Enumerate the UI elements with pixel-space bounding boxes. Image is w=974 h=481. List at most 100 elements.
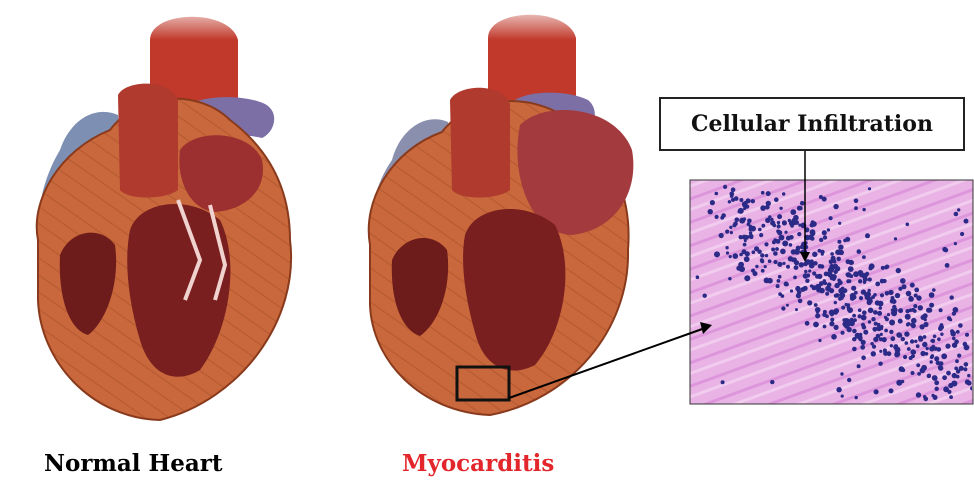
nucleus-dot <box>858 279 862 283</box>
nucleus-dot <box>848 279 852 283</box>
nucleus-dot <box>708 209 713 214</box>
nucleus-dot <box>852 295 857 300</box>
nucleus-dot <box>752 250 756 254</box>
nucleus-dot <box>777 279 781 283</box>
nucleus-dot <box>779 235 785 241</box>
nucleus-dot <box>840 372 843 375</box>
nucleus-dot <box>865 291 871 297</box>
nucleus-dot <box>760 259 764 263</box>
nucleus-dot <box>914 288 919 293</box>
nucleus-dot <box>901 337 905 341</box>
nucleus-dot <box>819 238 823 242</box>
nucleus-dot <box>854 206 858 210</box>
nucleus-dot <box>728 277 731 280</box>
nucleus-dot <box>863 277 868 282</box>
nucleus-dot <box>830 318 834 322</box>
nucleus-dot <box>852 347 857 352</box>
nucleus-dot <box>934 356 939 361</box>
nucleus-dot <box>815 313 820 318</box>
nucleus-dot <box>710 200 715 205</box>
nucleus-dot <box>801 287 806 292</box>
nucleus-dot <box>757 250 761 254</box>
normal-heart-caption: Normal Heart <box>44 450 222 478</box>
nucleus-dot <box>852 329 857 334</box>
nucleus-dot <box>827 228 830 231</box>
nucleus-dot <box>963 367 967 371</box>
nucleus-dot <box>733 253 739 259</box>
nucleus-dot <box>876 334 881 339</box>
nucleus-dot <box>895 347 901 353</box>
nucleus-dot <box>890 344 893 347</box>
nucleus-dot <box>729 255 732 258</box>
nucleus-dot <box>880 325 883 328</box>
myocarditis-caption: Myocarditis <box>402 450 554 478</box>
nucleus-dot <box>906 223 910 227</box>
nucleus-dot <box>786 304 789 307</box>
nucleus-dot <box>811 220 815 224</box>
nucleus-dot <box>894 237 897 240</box>
nucleus-dot <box>829 216 833 220</box>
nucleus-dot <box>934 380 939 385</box>
nucleus-dot <box>838 245 843 250</box>
nucleus-dot <box>837 240 841 244</box>
nucleus-dot <box>832 259 836 263</box>
nucleus-dot <box>771 248 775 252</box>
nucleus-dot <box>904 331 909 336</box>
nucleus-dot <box>789 235 794 240</box>
nucleus-dot <box>759 233 763 237</box>
nucleus-dot <box>946 371 951 376</box>
nucleus-dot <box>839 250 844 255</box>
nucleus-dot <box>778 292 782 296</box>
nucleus-dot <box>736 266 741 271</box>
nucleus-dot <box>939 308 943 312</box>
nucleus-dot <box>887 313 890 316</box>
nucleus-dot <box>833 310 838 315</box>
nucleus-dot <box>871 351 876 356</box>
nucleus-dot <box>960 232 964 236</box>
nucleus-dot <box>777 214 782 219</box>
nucleus-dot <box>791 257 796 262</box>
nucleus-dot <box>744 235 749 240</box>
nucleus-dot <box>790 209 796 215</box>
nucleus-dot <box>956 369 960 373</box>
nucleus-dot <box>963 342 968 347</box>
nucleus-dot <box>797 232 801 236</box>
nucleus-dot <box>738 210 741 213</box>
nucleus-dot <box>729 226 732 229</box>
nucleus-dot <box>838 222 841 225</box>
nucleus-dot <box>739 235 743 239</box>
nucleus-dot <box>920 324 925 329</box>
nucleus-dot <box>776 229 780 233</box>
nucleus-dot <box>781 306 785 310</box>
nucleus-dot <box>861 323 865 327</box>
nucleus-dot <box>823 279 826 282</box>
nucleus-dot <box>942 375 947 380</box>
nucleus-dot <box>916 363 920 367</box>
nucleus-dot <box>967 374 970 377</box>
nucleus-dot <box>846 259 851 264</box>
nucleus-dot <box>890 299 895 304</box>
nucleus-dot <box>696 275 700 279</box>
nucleus-dot <box>896 332 902 338</box>
nucleus-dot <box>790 289 793 292</box>
nucleus-dot <box>735 217 740 222</box>
nucleus-dot <box>933 347 937 351</box>
nucleus-dot <box>790 222 794 226</box>
nucleus-dot <box>862 208 865 211</box>
nucleus-dot <box>954 212 959 217</box>
nucleus-dot <box>782 220 787 225</box>
nucleus-dot <box>914 294 918 298</box>
nucleus-dot <box>760 205 766 211</box>
nucleus-dot <box>901 368 905 372</box>
nucleus-dot <box>932 288 936 292</box>
nucleus-dot <box>703 294 707 298</box>
nucleus-dot <box>884 265 888 269</box>
nucleus-dot <box>743 243 747 247</box>
nucleus-dot <box>957 208 960 211</box>
nucleus-dot <box>885 317 889 321</box>
callout-label: Cellular Infiltration <box>691 111 933 137</box>
nucleus-dot <box>798 206 802 210</box>
nucleus-dot <box>786 265 790 269</box>
nucleus-dot <box>957 354 961 358</box>
nucleus-dot <box>805 321 810 326</box>
